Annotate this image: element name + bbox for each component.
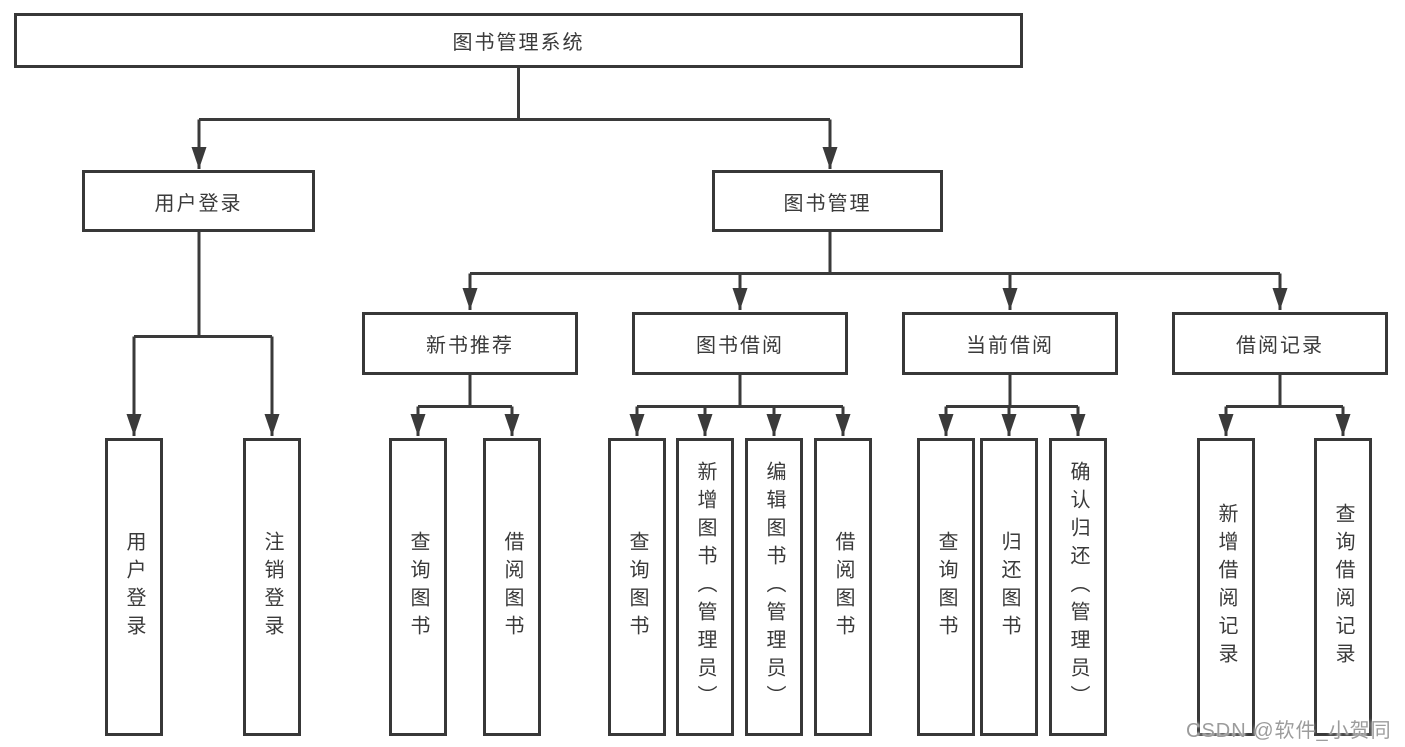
connector-user-login (134, 232, 272, 338)
node-book-management: 图书管理 (712, 170, 943, 232)
leaf-label: 编辑图书（管理员） (763, 461, 785, 713)
csdn-watermark: CSDN @软件_小贺同学 (1186, 720, 1392, 742)
leaf-label: 确认归还（管理员） (1067, 461, 1089, 713)
connector-book-borrowing (637, 375, 843, 408)
node-book-borrowing: 图书借阅 (632, 312, 848, 375)
leaf-label: 查询图书 (407, 531, 429, 643)
node-borrowing-records: 借阅记录 (1172, 312, 1388, 375)
leaf-label: 新增图书（管理员） (694, 461, 716, 713)
leaf-borrow-add-books-admin: 新增图书（管理员） (676, 438, 734, 736)
node-root: 图书管理系统 (14, 13, 1023, 68)
leaf-label: 归还图书 (998, 531, 1020, 643)
leaf-current-return-books: 归还图书 (980, 438, 1038, 736)
leaf-label: 新增借阅记录 (1215, 503, 1237, 671)
leaf-records-query-record: 查询借阅记录 (1314, 438, 1372, 736)
leaf-label: 借阅图书 (501, 531, 523, 643)
leaf-newbook-query-books: 查询图书 (389, 438, 447, 736)
leaf-label: 查询图书 (935, 531, 957, 643)
leaf-records-add-record: 新增借阅记录 (1197, 438, 1255, 736)
leaf-borrow-query-books: 查询图书 (608, 438, 666, 736)
leaf-label: 借阅图书 (832, 531, 854, 643)
node-current-borrowing: 当前借阅 (902, 312, 1118, 375)
leaf-user-login: 用户登录 (105, 438, 163, 736)
leaf-logout: 注销登录 (243, 438, 301, 736)
leaf-label: 注销登录 (261, 531, 283, 643)
connector-new-book (418, 375, 512, 408)
leaf-label: 查询图书 (626, 531, 648, 643)
leaf-current-query-books: 查询图书 (917, 438, 975, 736)
connector-current-borrowing (946, 375, 1078, 408)
node-user-login: 用户登录 (82, 170, 315, 232)
leaf-label: 查询借阅记录 (1332, 503, 1354, 671)
leaf-borrow-edit-books-admin: 编辑图书（管理员） (745, 438, 803, 736)
leaf-current-confirm-return-admin: 确认归还（管理员） (1049, 438, 1107, 736)
leaf-newbook-borrow-books: 借阅图书 (483, 438, 541, 736)
leaf-borrow-borrow-books: 借阅图书 (814, 438, 872, 736)
connector-root (199, 68, 830, 121)
node-new-book-recommendation: 新书推荐 (362, 312, 578, 375)
connector-borrowing-records (1226, 375, 1343, 408)
connector-book-management (470, 232, 1280, 275)
leaf-label: 用户登录 (123, 531, 145, 643)
